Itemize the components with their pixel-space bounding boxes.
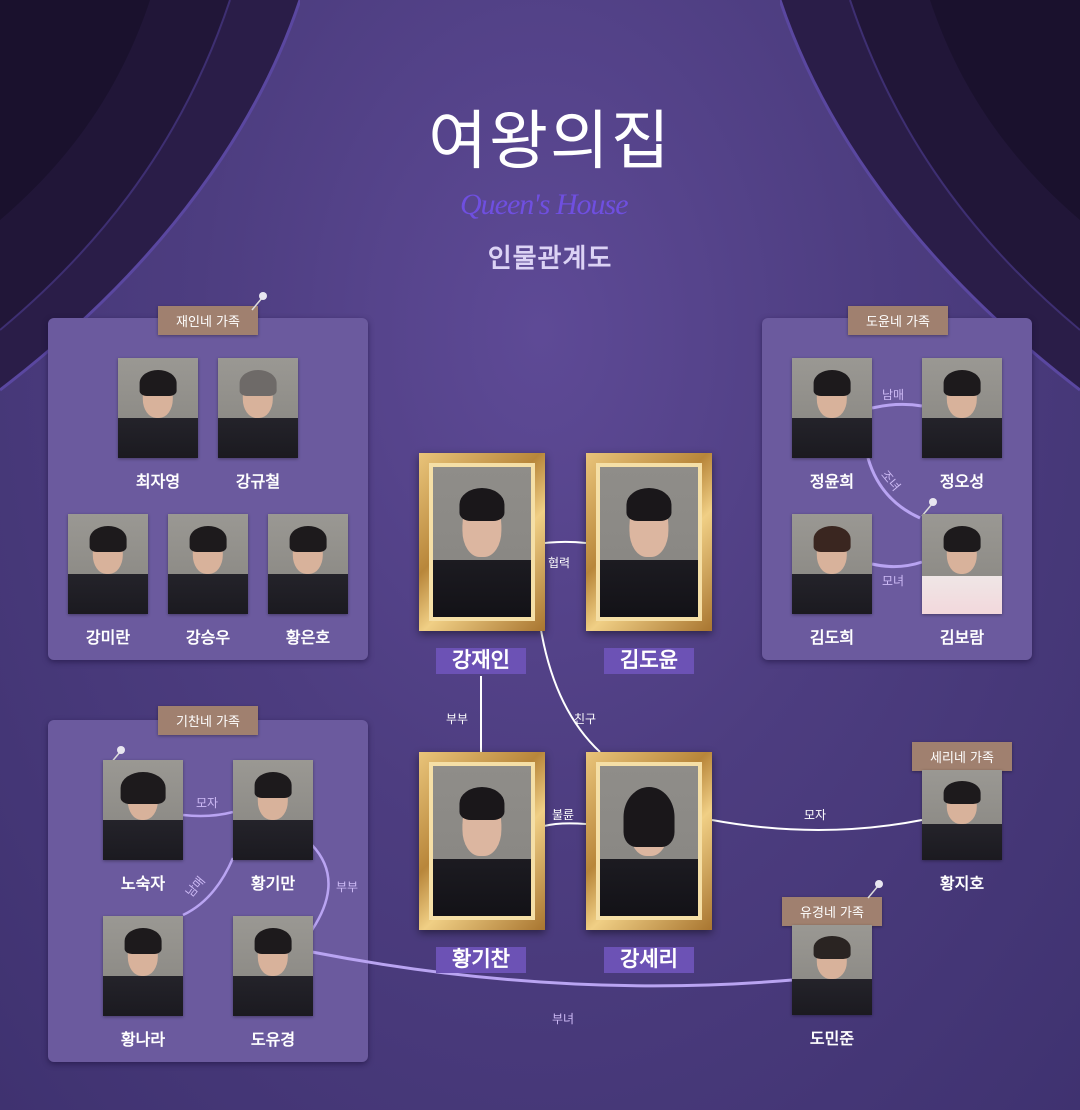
title-korean: 여왕의집 bbox=[428, 105, 672, 179]
lead-portrait-frame[interactable] bbox=[419, 453, 545, 631]
portrait-photo bbox=[68, 514, 148, 614]
person-card[interactable]: 황지호 bbox=[922, 770, 1002, 894]
portrait-photo bbox=[792, 925, 872, 1015]
chart-caption: 인물관계도 bbox=[487, 244, 613, 274]
gichan-family-tag: 기찬네 가족 bbox=[158, 706, 258, 735]
person-card[interactable]: 김보람 bbox=[922, 514, 1002, 648]
lead-portrait-frame[interactable] bbox=[586, 752, 712, 930]
person-name: 정오성 bbox=[939, 472, 985, 491]
portrait-photo bbox=[922, 514, 1002, 614]
pin-icon bbox=[251, 292, 267, 311]
relation-label: 협력 bbox=[548, 556, 571, 570]
person-name: 황기만 bbox=[250, 874, 296, 893]
lead-portrait-frame[interactable] bbox=[419, 752, 545, 930]
seri-family-tag: 세리네 가족 bbox=[912, 742, 1012, 771]
person-name: 강승우 bbox=[185, 628, 231, 647]
person-card[interactable]: 도유경 bbox=[233, 916, 313, 1050]
gichan-family-box bbox=[48, 720, 368, 1062]
portrait-photo bbox=[233, 916, 313, 1016]
person-name: 황지호 bbox=[939, 874, 985, 893]
portrait-photo bbox=[596, 762, 702, 920]
person-card[interactable]: 최자영 bbox=[118, 358, 198, 492]
lead-name-tag: 김도윤 bbox=[604, 648, 694, 674]
person-name: 도유경 bbox=[250, 1030, 296, 1049]
lead-name-tag: 강세리 bbox=[604, 947, 694, 973]
portrait-photo bbox=[233, 760, 313, 860]
person-name: 황나라 bbox=[120, 1030, 166, 1049]
portrait-photo bbox=[168, 514, 248, 614]
person-card[interactable]: 정오성 bbox=[922, 358, 1002, 492]
lead-name-tag: 강재인 bbox=[436, 648, 526, 674]
portrait-photo bbox=[792, 358, 872, 458]
relation-label: 남매 bbox=[882, 388, 905, 402]
person-name: 노숙자 bbox=[120, 874, 166, 893]
person-name: 강규철 bbox=[235, 472, 281, 491]
title-english: Queen's House bbox=[460, 188, 629, 221]
person-card[interactable]: 강미란 bbox=[68, 514, 148, 648]
person-card[interactable]: 황기만 bbox=[233, 760, 313, 894]
person-name: 강미란 bbox=[85, 628, 131, 647]
pin-icon bbox=[867, 880, 883, 899]
jaein-family-tag: 재인네 가족 bbox=[158, 306, 258, 335]
relation-label: 모자 bbox=[196, 796, 219, 810]
portrait-photo bbox=[218, 358, 298, 458]
relation-label: 친구 bbox=[574, 712, 597, 726]
person-card[interactable]: 김도희 bbox=[792, 514, 872, 648]
person-name: 김도희 bbox=[809, 628, 855, 647]
person-name: 도민준 bbox=[809, 1029, 855, 1048]
portrait-photo bbox=[596, 463, 702, 621]
person-card[interactable]: 도민준 bbox=[792, 925, 872, 1049]
person-card[interactable]: 황나라 bbox=[103, 916, 183, 1050]
person-card[interactable]: 정윤희 bbox=[792, 358, 872, 492]
doyun-family-tag: 도윤네 가족 bbox=[848, 306, 948, 335]
person-card[interactable]: 강승우 bbox=[168, 514, 248, 648]
portrait-photo bbox=[103, 760, 183, 860]
lead-portrait-frame[interactable] bbox=[586, 453, 712, 631]
relation-label: 불륜 bbox=[552, 808, 575, 822]
portrait-photo bbox=[429, 463, 535, 621]
portrait-photo bbox=[429, 762, 535, 920]
relation-label: 모녀 bbox=[882, 574, 905, 588]
portrait-photo bbox=[922, 358, 1002, 458]
yugyeong-family-tag: 유경네 가족 bbox=[782, 897, 882, 926]
portrait-photo bbox=[268, 514, 348, 614]
portrait-photo bbox=[922, 770, 1002, 860]
relation-label: 부부 bbox=[336, 880, 359, 894]
person-name: 정윤희 bbox=[809, 472, 855, 491]
portrait-photo bbox=[103, 916, 183, 1016]
lead-name-tag: 황기찬 bbox=[436, 947, 526, 973]
relation-label: 부부 bbox=[446, 712, 469, 726]
person-name: 최자영 bbox=[135, 472, 181, 491]
person-card[interactable]: 노숙자 bbox=[103, 760, 183, 894]
person-card[interactable]: 황은호 bbox=[268, 514, 348, 648]
relation-label: 모자 bbox=[804, 808, 827, 822]
person-name: 김보람 bbox=[939, 628, 985, 647]
person-name: 황은호 bbox=[285, 628, 331, 647]
relation-label: 부녀 bbox=[552, 1012, 575, 1026]
person-card[interactable]: 강규철 bbox=[218, 358, 298, 492]
portrait-photo bbox=[792, 514, 872, 614]
portrait-photo bbox=[118, 358, 198, 458]
